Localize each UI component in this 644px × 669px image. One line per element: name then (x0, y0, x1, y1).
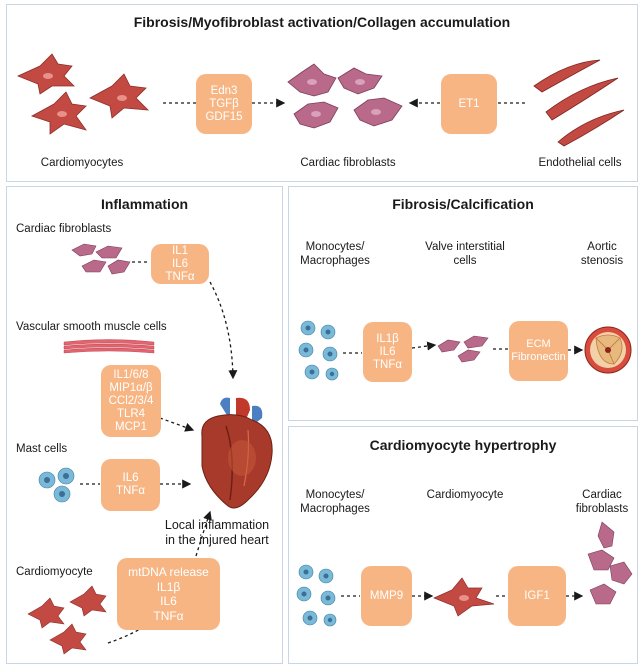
box-line: TNFα (372, 358, 402, 371)
label-hyp-cardiomyocyte: Cardiomyocyte (426, 489, 504, 501)
box-line: IL6 (172, 257, 188, 270)
box-line: IL6 (379, 345, 396, 358)
panel-title-fibrosis-activation: Fibrosis/Myofibroblast activation/Collag… (133, 14, 511, 30)
box-line: CCl2/3/4 (108, 394, 154, 407)
label-calc-aortic-line2: stenosis (580, 255, 624, 267)
valve-interstitial-cells-icon (437, 335, 489, 363)
box-et1: ET1 (441, 74, 497, 134)
label-mast-cells: Mast cells (16, 443, 68, 455)
label-local-inflammation-line1: Local inflammation (164, 518, 270, 532)
box-hyp-mmp9: MMP9 (361, 566, 412, 626)
box-line: MIP1α/β (109, 381, 153, 394)
mast-cells-icon (38, 467, 75, 503)
box-line: Edn3 (210, 84, 238, 97)
label-inflammation-fibroblasts: Cardiac fibroblasts (16, 223, 112, 235)
box-line: ET1 (458, 97, 480, 110)
box-line: MMP9 (369, 589, 404, 602)
box-line: IL6 (160, 594, 177, 608)
hyp-monocytes-icon (296, 564, 337, 627)
box-calc-il1b-il6-tnfa: IL1β IL6 TNFα (363, 322, 412, 382)
heart-icon (201, 397, 273, 509)
box-line: IL1/6/8 (113, 368, 149, 381)
label-calc-monocytes-line1: Monocytes/ (305, 241, 365, 253)
box-line: TLR4 (116, 407, 146, 420)
box-line: IL1 (172, 244, 188, 257)
label-vsmc: Vascular smooth muscle cells (16, 321, 167, 333)
cardiac-fibroblasts-icon (287, 63, 403, 129)
box-line: TNFα (165, 270, 195, 283)
panel-title-cardiomyocyte-hypertrophy: Cardiomyocyte hypertrophy (369, 437, 557, 453)
cardiomyocytes-icon (16, 53, 150, 135)
label-calc-valve-line2: cells (453, 255, 477, 267)
panel-title-inflammation: Inflammation (100, 196, 189, 212)
box-line: IL1β (376, 332, 399, 345)
panel-fibrosis-calcification (288, 186, 638, 421)
label-endothelial-cells: Endothelial cells (538, 157, 622, 169)
inflammation-cardiomyocyte-icon (27, 585, 107, 655)
box-line: TGFβ (209, 97, 239, 110)
box-line: ECM (526, 338, 551, 350)
label-calc-valve-line1: Valve interstitial (425, 241, 505, 253)
vsmc-icon (63, 339, 155, 354)
box-line: IGF1 (524, 589, 550, 602)
hyp-cardiomyocyte-icon (433, 577, 495, 617)
box-inflammation-il1-il6-tnfa: IL1 IL6 TNFα (151, 244, 209, 284)
box-line: IL1β (156, 579, 181, 594)
box-line: TNFα (115, 485, 145, 497)
calc-monocytes-icon (298, 320, 339, 381)
label-hyp-fibroblasts-line1: Cardiac (582, 489, 622, 501)
label-hyp-fibroblasts-line2: fibroblasts (575, 503, 629, 515)
box-line: GDF15 (205, 110, 243, 123)
panel-title-fibrosis-calcification: Fibrosis/Calcification (392, 196, 534, 212)
hyp-fibroblasts-icon (587, 521, 633, 605)
label-hyp-monocytes-line1: Monocytes/ (305, 489, 365, 501)
box-line: MCP1 (115, 420, 147, 433)
label-inflammation-cardiomyocyte: Cardiomyocyte (16, 566, 93, 578)
label-hyp-monocytes-line2: Macrophages (300, 503, 370, 515)
box-inflammation-vsmc-cytokines: IL1/6/8 MIP1α/β CCl2/3/4 TLR4 MCP1 (101, 365, 161, 437)
box-line: IL6 (122, 472, 139, 484)
label-calc-aortic-line1: Aortic (587, 241, 617, 253)
label-cardiomyocytes: Cardiomyocytes (40, 157, 124, 169)
box-hyp-igf1: IGF1 (508, 566, 566, 626)
box-line: mtDNA release (128, 565, 209, 579)
box-line: TNFα (153, 608, 184, 623)
box-edn3-tgfb-gdf15: Edn3 TGFβ GDF15 (196, 74, 252, 134)
aortic-stenosis-icon (584, 326, 632, 374)
inflammation-fibroblasts-icon (71, 243, 131, 275)
panel-cardiomyocyte-hypertrophy (288, 426, 638, 664)
label-local-inflammation-line2: in the injured heart (165, 533, 269, 547)
box-inflammation-mtdna: mtDNA release IL1β IL6 TNFα (117, 558, 220, 630)
box-inflammation-il6-tnfa: IL6 TNFα (101, 459, 160, 511)
label-calc-monocytes-line2: Macrophages (300, 255, 370, 267)
label-cardiac-fibroblasts: Cardiac fibroblasts (300, 157, 396, 169)
box-calc-ecm-fibronectin: ECM Fibronectin (509, 321, 568, 381)
endothelial-cells-icon (533, 59, 625, 147)
box-line: Fibronectin (511, 351, 566, 363)
